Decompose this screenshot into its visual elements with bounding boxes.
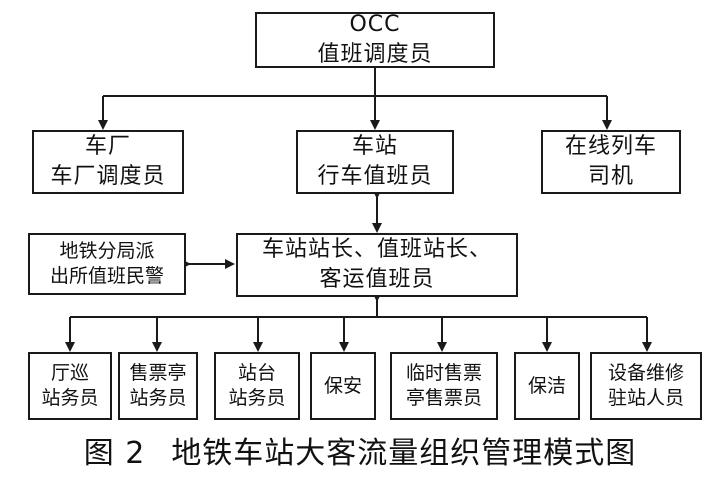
train-driver-box: 在线列车 司机 [541, 130, 681, 194]
police-line-2: 出所值班民警 [49, 265, 164, 287]
train-label: 在线列车 [564, 134, 657, 159]
train-role: 司机 [587, 164, 634, 189]
depot-label: 车厂 [84, 134, 131, 159]
staff-2-line-1: 售票亭 [129, 362, 187, 384]
station-duty-box: 车站 行车值班员 [296, 130, 454, 194]
occ-label: OCC [349, 12, 401, 37]
staff-5-line-1: 临时售票 [405, 362, 482, 384]
staff-1-line-2: 站务员 [41, 387, 99, 409]
station-role: 行车值班员 [317, 164, 433, 189]
master-line-1: 车站站长、值班站长、 [261, 237, 492, 262]
master-line-2: 客运值班员 [319, 267, 435, 292]
metro-police-box: 地铁分局派 出所值班民警 [28, 233, 186, 295]
staff-3-line-2: 站务员 [228, 387, 286, 409]
staff-6-line-1: 保洁 [527, 374, 566, 397]
occ-role: 值班调度员 [317, 42, 433, 67]
figure-caption: 图 2 地铁车站大客流量组织管理模式图 [0, 434, 720, 474]
depot-dispatcher-box: 车厂 车厂调度员 [32, 130, 184, 194]
station-label: 车站 [351, 134, 398, 159]
staff-box-security: 保安 [310, 352, 376, 420]
staff-box-platform: 站台 站务员 [214, 352, 300, 420]
staff-3-line-1: 站台 [237, 362, 276, 384]
depot-role: 车厂调度员 [50, 164, 166, 189]
staff-7-line-1: 设备维修 [607, 362, 684, 384]
staff-1-line-1: 厅巡 [50, 362, 89, 384]
staff-box-cleaning: 保洁 [514, 352, 580, 420]
staff-7-line-2: 驻站人员 [607, 387, 684, 409]
police-line-1: 地铁分局派 [59, 240, 155, 262]
figure-number: 图 2 [83, 436, 146, 471]
staff-box-temp-ticket: 临时售票 亭售票员 [390, 352, 498, 420]
staff-box-ticket-booth: 售票亭 站务员 [118, 352, 198, 420]
staff-4-line-1: 保安 [323, 374, 362, 397]
figure-title: 地铁车站大客流量组织管理模式图 [171, 436, 637, 471]
staff-2-line-2: 站务员 [129, 387, 187, 409]
staff-box-maintenance: 设备维修 驻站人员 [590, 352, 702, 420]
staff-box-hall-patrol: 厅巡 站务员 [28, 352, 112, 420]
staff-5-line-2: 亭售票员 [405, 387, 482, 409]
station-master-box: 车站站长、值班站长、 客运值班员 [236, 233, 518, 297]
occ-dispatcher-box: OCC 值班调度员 [255, 12, 495, 68]
